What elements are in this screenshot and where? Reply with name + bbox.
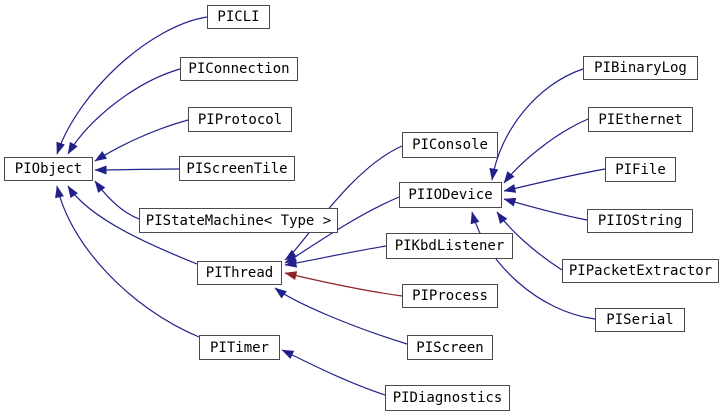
- class-node-PICLI[interactable]: PICLI: [207, 5, 270, 29]
- inheritance-edge-PIThread-to-PIObject: [67, 185, 198, 265]
- class-node-PIObject[interactable]: PIObject: [4, 157, 93, 181]
- class-node-PITimer[interactable]: PITimer: [199, 335, 280, 360]
- class-node-PIFile[interactable]: PIFile: [605, 157, 676, 182]
- inheritance-edge-PIBinaryLog-to-PIIODevice: [489, 68, 584, 181]
- class-node-PIEthernet[interactable]: PIEthernet: [588, 107, 693, 132]
- class-node-label: PIProtocol: [197, 111, 283, 128]
- inheritance-edge-PIEthernet-to-PIIODevice: [503, 118, 589, 184]
- inheritance-edge-PIProtocol-to-PIObject: [94, 119, 189, 162]
- class-node-PIScreen[interactable]: PIScreen: [407, 335, 493, 360]
- class-node-label: PIPacketExtractor: [568, 263, 713, 279]
- class-node-label: PIKbdListener: [394, 238, 505, 254]
- class-node-label: PIStateMachine< Type >: [145, 212, 332, 229]
- class-node-PIIOString[interactable]: PIIOString: [587, 209, 693, 233]
- class-node-PIProcess[interactable]: PIProcess: [402, 284, 498, 308]
- class-node-PIStateMachine[interactable]: PIStateMachine< Type >: [139, 208, 338, 233]
- class-node-label: PIObject: [14, 161, 83, 177]
- class-node-label: PIEthernet: [598, 111, 683, 128]
- class-node-PIProtocol[interactable]: PIProtocol: [188, 107, 292, 132]
- class-node-label: PIFile: [615, 161, 666, 178]
- class-node-label: PIDiagnostics: [392, 390, 503, 406]
- inheritance-edge-PICLI-to-PIObject: [56, 16, 208, 155]
- inheritance-edge-PIIODevice-to-PIThread: [284, 196, 400, 264]
- inheritance-edge-PIProcess-to-PIThread: [284, 271, 403, 297]
- class-node-label: PIProcess: [412, 288, 488, 304]
- inheritance-edge-PIFile-to-PIIODevice: [503, 168, 606, 193]
- class-node-PIIODevice[interactable]: PIIODevice: [399, 182, 502, 208]
- class-node-label: PIIODevice: [408, 187, 493, 203]
- class-node-label: PIScreen: [416, 339, 484, 356]
- class-node-label: PIScreenTile: [186, 160, 288, 177]
- inheritance-edge-PIKbdListener-to-PIThread: [284, 245, 387, 268]
- inheritance-edge-PIPacketExtractor-to-PIIODevice: [496, 211, 563, 271]
- class-node-label: PIIOString: [597, 213, 683, 229]
- class-node-PIScreenTile[interactable]: PIScreenTile: [179, 156, 295, 181]
- class-node-label: PIConnection: [188, 61, 290, 77]
- inheritance-edge-PIStateMachine-to-PIObject: [94, 180, 140, 220]
- class-node-PIThread[interactable]: PIThread: [197, 261, 282, 285]
- class-node-PIConnection[interactable]: PIConnection: [180, 57, 298, 81]
- inheritance-edge-PIIOString-to-PIIODevice: [503, 197, 588, 221]
- class-node-PISerial[interactable]: PISerial: [595, 308, 685, 332]
- class-node-PIBinaryLog[interactable]: PIBinaryLog: [583, 56, 698, 80]
- inheritance-edge-PIScreen-to-PIThread: [274, 287, 408, 345]
- inheritance-edge-PIConnection-to-PIObject: [67, 68, 181, 155]
- inheritance-edge-PIScreenTile-to-PIObject: [94, 165, 180, 175]
- class-node-label: PIConsole: [412, 137, 488, 153]
- class-node-label: PITimer: [209, 339, 269, 356]
- class-node-label: PISerial: [606, 312, 674, 328]
- class-node-PIKbdListener[interactable]: PIKbdListener: [386, 233, 513, 259]
- class-node-PIPacketExtractor[interactable]: PIPacketExtractor: [562, 259, 719, 283]
- inheritance-edge-PIConsole-to-PIThread: [284, 145, 403, 261]
- class-node-label: PIThread: [205, 265, 274, 281]
- inheritance-edge-PIDiagnostics-to-PITimer: [281, 349, 386, 396]
- class-node-PIDiagnostics[interactable]: PIDiagnostics: [385, 385, 510, 411]
- class-node-PIConsole[interactable]: PIConsole: [402, 132, 498, 158]
- inheritance-edge-PISerial-to-PIIODevice: [470, 211, 596, 320]
- inheritance-edge-PITimer-to-PIObject: [55, 185, 200, 338]
- class-node-label: PICLI: [217, 9, 260, 25]
- class-node-label: PIBinaryLog: [594, 60, 687, 76]
